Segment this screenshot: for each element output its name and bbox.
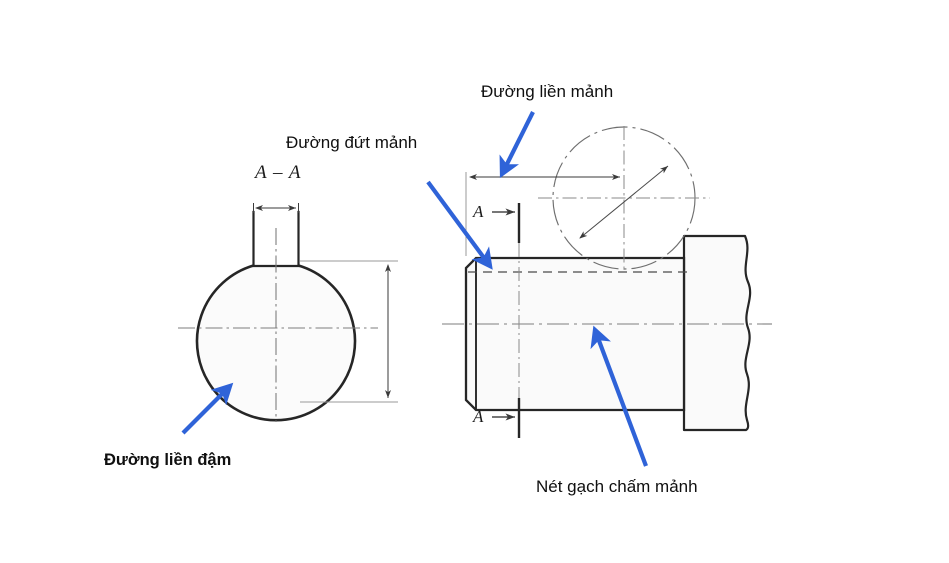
detail-diameter-dimension: [579, 165, 669, 239]
keyway-outline: [252, 210, 300, 268]
elevation-view-group: [442, 126, 772, 438]
arrow-duong-lien-manh: [499, 111, 535, 179]
flange-body-outline: [682, 234, 752, 432]
arrow-net-gach-cham-manh: [590, 325, 648, 467]
arrow-duong-lien-dam: [181, 382, 234, 435]
annotation-label-duong-dut-manh: Đường đứt mảnh: [286, 133, 418, 152]
shaft-body-outline: [464, 256, 686, 412]
annotation-label-duong-lien-dam: Đường liền đậm: [104, 451, 232, 469]
section-view-group: [178, 203, 398, 422]
section-mark-letter-top: A: [473, 202, 484, 221]
annotation-label-duong-lien-manh: Đường liền mảnh: [481, 82, 614, 101]
annotation-arrows-group: [181, 111, 648, 467]
annotation-label-net-gach-cham-manh: Nét gạch chấm mảnh: [536, 477, 698, 496]
arrow-duong-dut-manh: [426, 180, 493, 270]
section-view-title: A – A: [255, 162, 302, 183]
section-mark-letter-bottom: A: [473, 407, 484, 426]
